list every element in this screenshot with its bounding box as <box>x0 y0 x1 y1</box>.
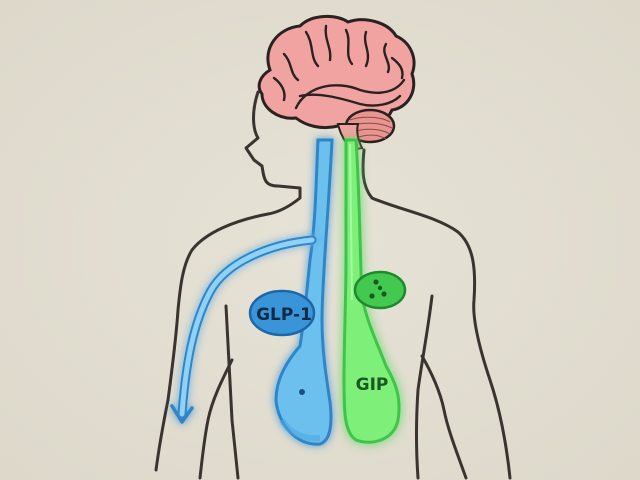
gip-cell <box>353 270 407 310</box>
glp1-label: GLP-1 <box>256 305 312 325</box>
brain <box>257 15 416 152</box>
glp1-pathway <box>274 138 334 446</box>
gip-label: GIP <box>356 375 389 395</box>
human-body-outline <box>154 90 512 480</box>
glp1-arrow <box>170 235 317 424</box>
glp1-cell <box>248 289 316 337</box>
